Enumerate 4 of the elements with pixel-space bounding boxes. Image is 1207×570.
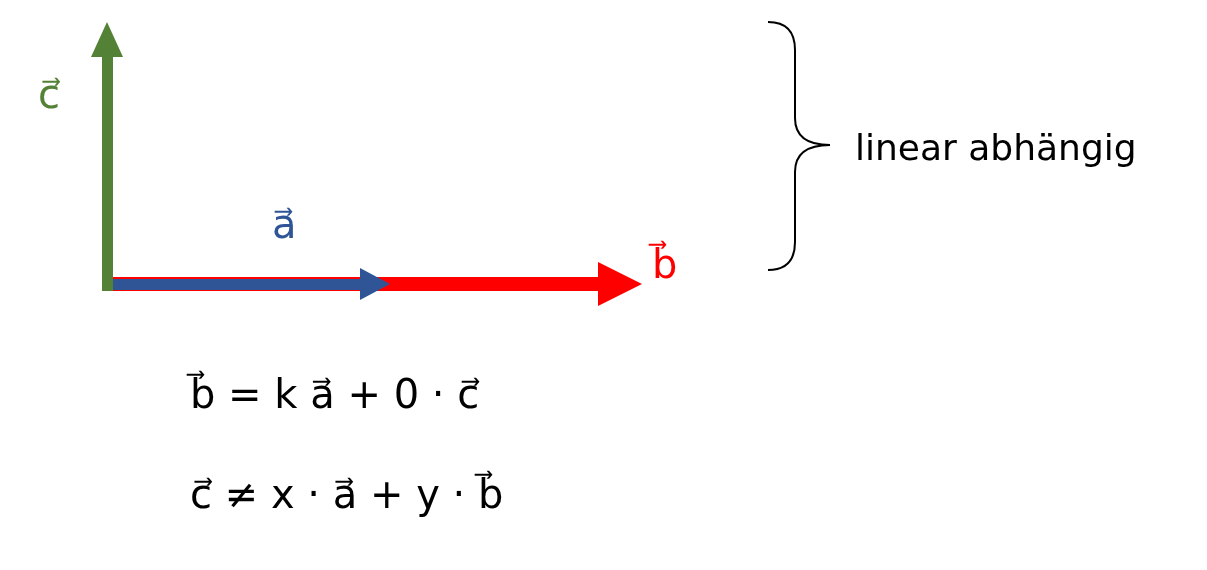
formula: c⃗ ≠ x · a⃗ + y · b⃗: [190, 470, 504, 518]
bracket-label: linear abhängig: [855, 126, 1137, 170]
vector-label: a⃗: [272, 200, 297, 248]
vector-label: c⃗: [38, 70, 60, 118]
